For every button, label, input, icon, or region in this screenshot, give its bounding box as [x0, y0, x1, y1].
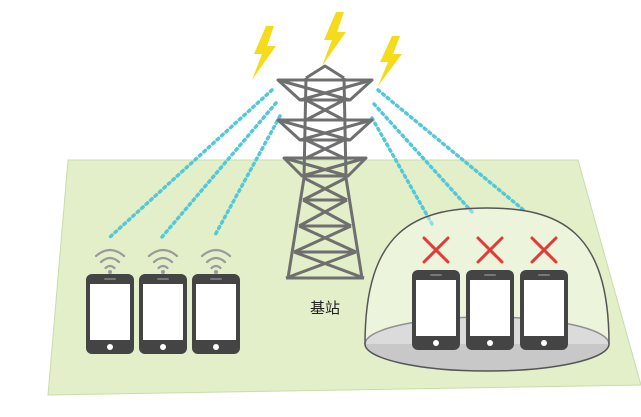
lightning-bolt-icon — [252, 26, 276, 80]
cross-icon — [476, 236, 504, 264]
phone-connected-2 — [139, 248, 187, 354]
signal-line-left-2 — [160, 101, 278, 239]
cross-icon — [530, 236, 558, 264]
signal-line-right-1 — [376, 88, 528, 214]
signal-line-left-1 — [108, 88, 274, 239]
phone-shielded-1 — [412, 236, 460, 350]
signal-line-right-2 — [372, 102, 474, 214]
connected-phones — [86, 248, 240, 354]
wifi-icon — [200, 248, 232, 270]
phone-connected-1 — [86, 248, 134, 354]
wifi-dot — [214, 270, 218, 274]
wifi-dot — [108, 270, 112, 274]
cross-icon — [422, 236, 450, 264]
phone-connected-3 — [192, 248, 240, 354]
smartphone-icon — [466, 270, 514, 350]
smartphone-icon — [192, 274, 240, 354]
phone-shielded-3 — [520, 236, 568, 350]
wifi-icon — [94, 248, 126, 270]
smartphone-icon — [86, 274, 134, 354]
smartphone-icon — [139, 274, 187, 354]
lightning-bolt-icon — [378, 36, 402, 86]
signal-lines — [108, 88, 528, 239]
transmission-tower — [276, 64, 374, 280]
wifi-dot — [161, 270, 165, 274]
smartphone-icon — [412, 270, 460, 350]
signal-line-left-3 — [212, 114, 282, 239]
wifi-icon — [147, 248, 179, 270]
smartphone-icon — [520, 270, 568, 350]
base-station-label: 基站 — [310, 299, 340, 317]
shielded-phones — [412, 236, 568, 350]
signal-line-right-3 — [370, 116, 434, 226]
phone-shielded-2 — [466, 236, 514, 350]
lightning-bolt-icon — [322, 12, 346, 66]
lightning-bolts — [252, 12, 402, 86]
